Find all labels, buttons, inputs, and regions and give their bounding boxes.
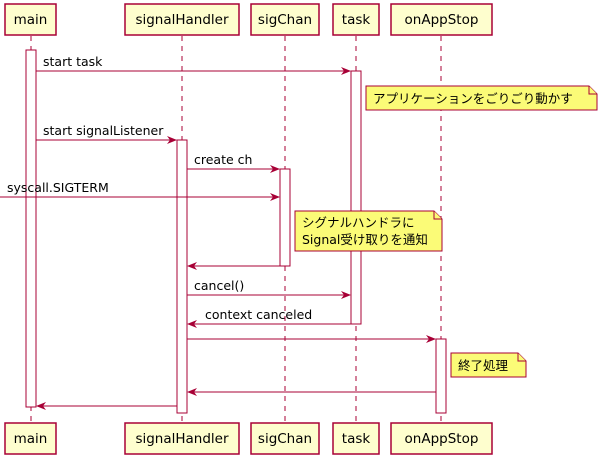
activation-sig-chan xyxy=(279,168,291,267)
activation-on-app-stop xyxy=(435,338,447,414)
participant-label: sigChan xyxy=(258,431,312,447)
participant-label: signalHandler xyxy=(135,431,229,447)
message-label: context canceled xyxy=(205,307,312,322)
participant-signal-handler: signalHandler xyxy=(124,3,240,36)
message-label: create ch xyxy=(194,152,252,167)
participant-label: main xyxy=(14,431,48,447)
note-on-app-stop: 終了処理 xyxy=(450,352,527,378)
message-start-task: start task xyxy=(36,54,351,75)
note-sig-chan: シグナルハンドラに Signal受け取りを通知 xyxy=(294,210,443,252)
activation-main xyxy=(25,49,37,408)
message-label: start signalListener xyxy=(43,123,164,138)
note-line: シグナルハンドラに xyxy=(302,215,415,230)
note-task: アプリケーションをごりごり動かす xyxy=(365,85,598,111)
note-line: アプリケーションをごりごり動かす xyxy=(373,91,573,106)
participant-label: task xyxy=(342,12,371,28)
participant-label: signalHandler xyxy=(135,12,229,28)
participants-top: main signalHandler sigChan task onAppSto… xyxy=(4,3,493,36)
message-cancel: cancel() xyxy=(187,278,351,299)
message-context-canceled: context canceled xyxy=(187,307,351,328)
participant-label: sigChan xyxy=(258,12,312,28)
note-line: 終了処理 xyxy=(458,358,509,373)
participant-on-app-stop-bottom: onAppStop xyxy=(390,422,493,455)
participant-label: main xyxy=(14,12,48,28)
message-start-signal-listener: start signalListener xyxy=(36,123,177,144)
activation-signal-handler xyxy=(176,139,188,414)
message-label: start task xyxy=(43,54,103,69)
participant-on-app-stop: onAppStop xyxy=(390,3,493,36)
participant-task-bottom: task xyxy=(332,422,380,455)
participants-bottom: main signalHandler sigChan task onAppSto… xyxy=(4,422,493,455)
participant-main-bottom: main xyxy=(4,422,57,455)
message-create-ch: create ch xyxy=(187,152,280,173)
participant-task: task xyxy=(332,3,380,36)
participant-sig-chan-bottom: sigChan xyxy=(250,422,320,455)
participant-label: onAppStop xyxy=(405,12,479,28)
participant-signal-handler-bottom: signalHandler xyxy=(124,422,240,455)
activation-task xyxy=(350,70,362,325)
activation-bars xyxy=(25,49,447,414)
message-label: cancel() xyxy=(194,278,244,293)
participant-label: onAppStop xyxy=(405,431,479,447)
message-syscall-sigterm: syscall.SIGTERM xyxy=(0,180,280,201)
participant-main: main xyxy=(4,3,57,36)
note-line: Signal受け取りを通知 xyxy=(302,232,428,247)
message-label: syscall.SIGTERM xyxy=(7,180,109,195)
participant-sig-chan: sigChan xyxy=(250,3,320,36)
messages: start task start signalListener create c… xyxy=(0,54,436,410)
notes: アプリケーションをごりごり動かす シグナルハンドラに Signal受け取りを通知… xyxy=(294,85,598,378)
participant-label: task xyxy=(342,431,371,447)
